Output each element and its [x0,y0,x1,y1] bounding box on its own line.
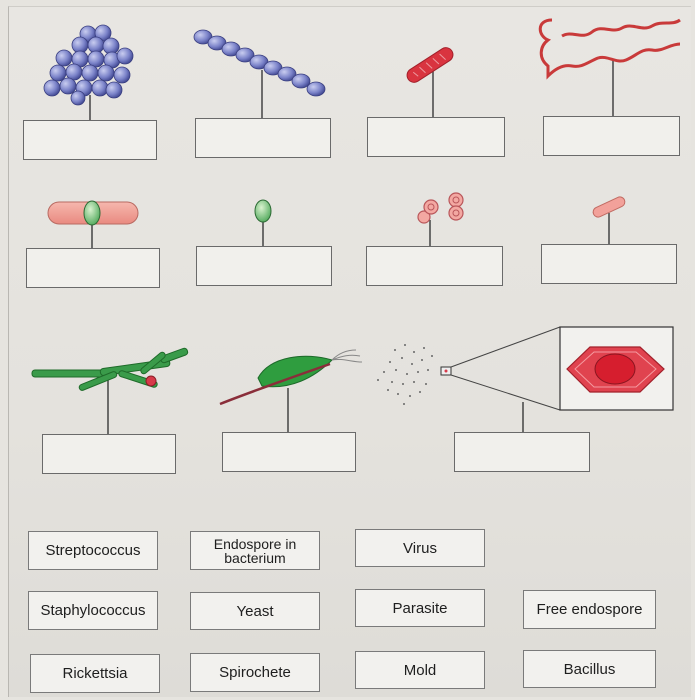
bacillus-rod-image [406,47,454,118]
drop-target-virus-image[interactable] [454,432,590,472]
virus-particles-image [377,326,674,432]
drop-target-rickettsia-image[interactable] [541,244,677,284]
label-bacillus-text: Bacillus [563,660,616,678]
staphylococcus-cluster-image [43,24,134,120]
label-endospore-in-bacterium[interactable]: Endospore in bacterium [190,531,320,570]
yeast-budding-image [417,192,464,246]
label-virus-text: Virus [403,539,437,557]
label-bacillus[interactable]: Bacillus [523,650,656,688]
label-virus[interactable]: Virus [355,529,485,567]
drop-target-streptococcus-image[interactable] [195,118,331,158]
mold-hyphae-image [31,347,189,434]
drop-target-yeast-image[interactable] [366,246,503,286]
label-rickettsia-text: Rickettsia [62,665,128,682]
drop-target-spirochete-image[interactable] [543,116,680,156]
label-spirochete-text: Spirochete [219,664,291,681]
label-yeast[interactable]: Yeast [190,592,320,630]
label-mold[interactable]: Mold [355,651,485,689]
label-endospore-in-bacterium-text: Endospore in bacterium [213,535,297,566]
spirochete-spiral-image [538,18,681,118]
drop-target-bacillus-image[interactable] [367,117,505,157]
label-staphylococcus-text: Staphylococcus [40,602,146,619]
label-free-endospore[interactable]: Free endospore [523,590,656,629]
label-yeast-text: Yeast [236,602,274,620]
label-mold-text: Mold [403,661,437,679]
label-free-endospore-text: Free endospore [536,601,643,618]
drop-target-free-endospore-image[interactable] [196,246,332,286]
label-spirochete[interactable]: Spirochete [190,653,320,692]
drop-target-staphylococcus-image[interactable] [23,120,157,160]
endospore-in-bacterium-image [47,200,139,248]
drop-target-mold-image[interactable] [42,434,176,474]
free-endospore-image [254,199,272,246]
label-parasite[interactable]: Parasite [355,589,485,627]
parasite-protozoan-image [219,349,363,432]
rickettsia-rod-image [592,196,626,244]
label-streptococcus-text: Streptococcus [45,542,141,559]
drop-target-parasite-image[interactable] [222,432,356,472]
label-parasite-text: Parasite [392,599,448,617]
label-streptococcus[interactable]: Streptococcus [28,531,158,570]
streptococcus-chain-image [193,29,326,118]
drop-target-endospore-image[interactable] [26,248,160,288]
label-rickettsia[interactable]: Rickettsia [30,654,160,693]
label-staphylococcus[interactable]: Staphylococcus [28,591,158,630]
